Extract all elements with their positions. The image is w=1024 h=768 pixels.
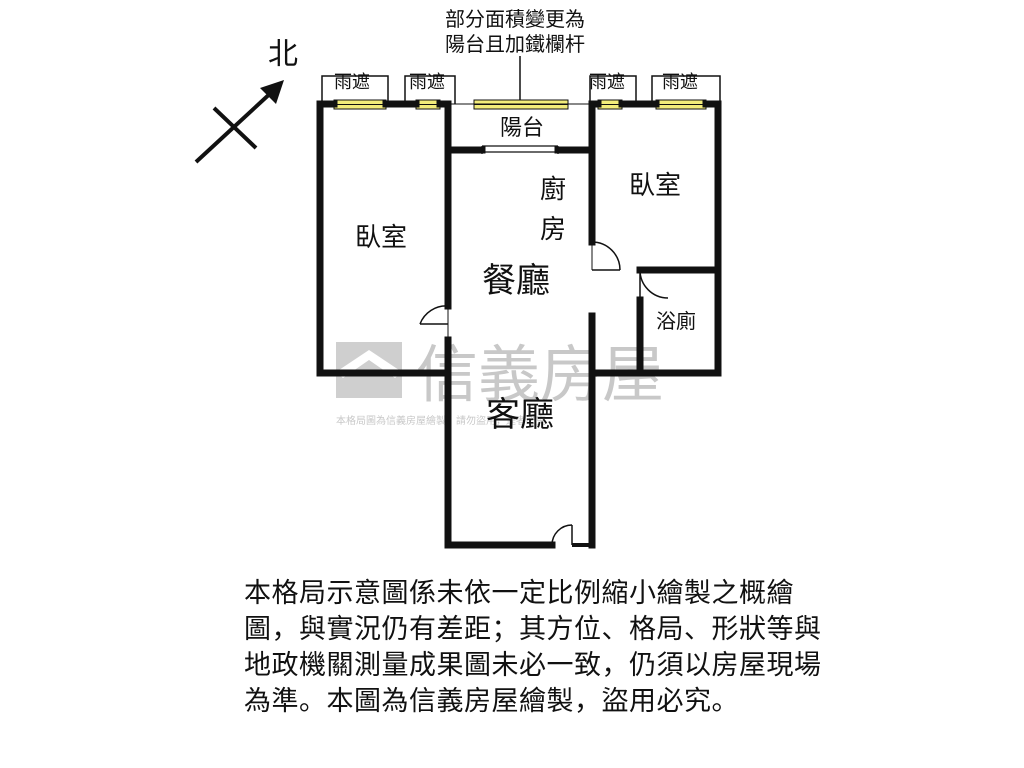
canopies [321, 75, 721, 104]
room-label-kitchen-1: 廚 [540, 175, 566, 205]
disclaimer-text: 本格局示意圖係未依一定比例縮小繪製之概繪圖，與實況仍有差距；其方位、格局、形狀等… [244, 578, 822, 717]
doors [419, 241, 669, 547]
room-label-living: 客廳 [486, 395, 554, 435]
annotation-line1: 部分面積變更為 [445, 7, 585, 31]
room-label-bedroom-right: 臥室 [629, 171, 681, 201]
room-label-kitchen-2: 房 [540, 215, 566, 245]
compass-cross [212, 106, 258, 150]
canopy-label-2: 雨遮 [409, 72, 445, 93]
floor-plan: 信義房屋 本格局圖為信義房屋繪製，請勿盜用，違者必究 北 部分面積變更為 陽台且… [194, 7, 722, 549]
canopy-1 [321, 75, 389, 104]
room-label-balcony: 陽台 [500, 116, 544, 141]
watermark-notice: 本格局圖為信義房屋繪製，請勿盜用，違者必究 [336, 414, 546, 427]
canopy-2 [404, 75, 456, 104]
canopy-label-3: 雨遮 [589, 72, 625, 93]
door-entry [551, 524, 573, 546]
compass [194, 80, 284, 164]
annotation-line2: 陽台且加鐵欄杆 [445, 32, 585, 56]
compass-north-label: 北 [268, 37, 298, 72]
door-bedroom-left [419, 305, 449, 325]
room-label-bedroom-left: 臥室 [355, 223, 407, 253]
compass-arrowhead-icon [260, 80, 284, 104]
walls [316, 100, 722, 549]
door-bedroom-right [591, 241, 621, 271]
canopy-label-1: 雨遮 [334, 72, 370, 93]
room-label-bathroom: 浴廁 [656, 309, 696, 333]
balcony-sliding-door [481, 145, 559, 154]
canopy-3 [589, 75, 637, 104]
canopy-label-4: 雨遮 [662, 72, 698, 93]
door-bathroom [639, 269, 669, 299]
room-label-dining: 餐廳 [482, 261, 550, 301]
canopy-4 [651, 75, 721, 104]
